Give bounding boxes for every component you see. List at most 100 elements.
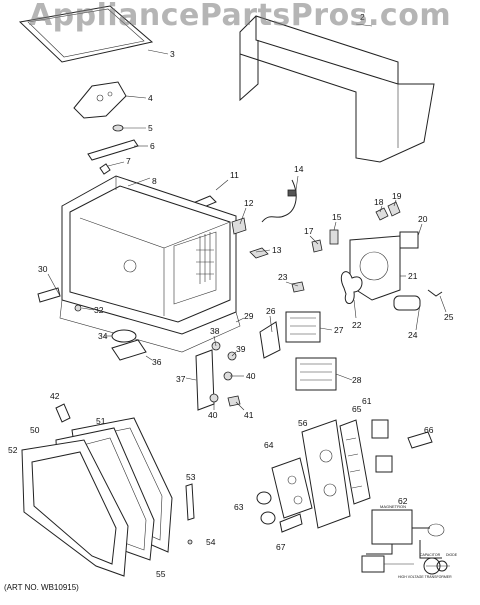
callout-41: 34 — [98, 331, 108, 341]
callout-38: 13 — [272, 245, 282, 255]
part-3-outer-case — [239, 15, 435, 163]
callout-23: 24 — [408, 330, 418, 340]
part-64-knob-b — [260, 511, 276, 525]
callout-19: 5 — [148, 123, 153, 133]
callout-50: 52 — [8, 445, 18, 455]
part-41-motor — [111, 329, 137, 343]
part-20-panel — [18, 5, 154, 63]
callout-52: 51 — [96, 416, 106, 426]
callout-26: 39 — [236, 344, 246, 354]
callout-42: 30 — [38, 264, 48, 274]
part-37-screw — [74, 304, 82, 312]
part-36-switch — [209, 393, 219, 403]
watermark: AppliancePartsPros.com — [28, 0, 452, 33]
part-29-switch — [375, 207, 389, 221]
part-63-switch — [375, 455, 393, 473]
part-13-relay — [399, 231, 419, 249]
callout-17: 26 — [266, 306, 276, 316]
callout-56: 55 — [156, 569, 166, 579]
part-24-diode — [427, 289, 443, 297]
callout-14: 22 — [352, 320, 362, 330]
art-number: (ART NO. WB10915) — [4, 583, 79, 592]
callout-7: 40 — [246, 371, 256, 381]
callout-2: 12 — [244, 198, 254, 208]
callout-21: 4 — [148, 93, 153, 103]
schematic-labels: MAGNETRON CAPACITOR HIGH VOLTAGE TRANSFO… — [380, 504, 458, 579]
part-22-transformer — [295, 357, 337, 391]
part-27-thermal — [329, 229, 339, 245]
part-17-bracket — [259, 321, 281, 359]
callout-27: 15 — [332, 212, 342, 222]
schematic-label-transformer: HIGH VOLTAGE TRANSFORMER — [398, 575, 452, 579]
callout-1: 29 — [244, 311, 254, 321]
callout-68: 67 — [276, 542, 286, 552]
callout-labels: 2 3 4 5 6 7 8 11 12 13 14 15 17 18 19 20… — [8, 12, 454, 579]
callout-11: 37 — [176, 374, 186, 384]
oven-cavity-assembly — [59, 175, 241, 353]
part-32-cord — [261, 179, 297, 223]
part-18-plate — [111, 339, 147, 361]
callout-40a: 6 — [150, 141, 155, 151]
callout-39: 41 — [244, 410, 254, 420]
callout-25: 38 — [210, 326, 220, 336]
callout-13: 20 — [418, 214, 428, 224]
callout-64: 63 — [234, 502, 244, 512]
part-54-hinge — [185, 483, 195, 521]
part-53-screw — [187, 539, 193, 545]
callout-30: 19 — [392, 191, 402, 201]
part-62-switch — [371, 419, 389, 439]
callout-65: 64 — [264, 440, 274, 450]
callout-55: 42 — [50, 391, 60, 401]
part-23-capacitor — [393, 295, 421, 311]
callout-63: 62 — [398, 496, 408, 506]
part-67-bracket — [407, 431, 433, 449]
schematic-label-capacitor: CAPACITOR — [420, 553, 441, 557]
leader-lines — [47, 23, 447, 411]
callout-28: 17 — [304, 226, 314, 236]
part-19-washer — [112, 124, 124, 132]
part-66-board — [339, 419, 371, 505]
part-30-switch — [387, 201, 401, 217]
part-2-fuse — [231, 217, 247, 235]
door-assembly — [21, 417, 173, 577]
callout-24: 25 — [444, 312, 454, 322]
callout-36: 40 — [208, 410, 218, 420]
wiring-schematic — [361, 509, 450, 575]
part-28-bulb — [311, 239, 323, 253]
callout-40b: 11 — [230, 170, 239, 180]
callout-66: 65 — [352, 404, 362, 414]
part-55-lever — [55, 403, 71, 423]
part-4-clip — [99, 163, 111, 175]
callout-62: 61 — [362, 396, 372, 406]
callout-6: 23 — [278, 272, 288, 282]
callout-67: 66 — [424, 425, 434, 435]
part-38-switch — [249, 247, 269, 259]
callout-54: 53 — [186, 472, 196, 482]
callout-29: 18 — [374, 197, 384, 207]
callout-34: 27 — [334, 325, 344, 335]
callout-61: 56 — [298, 418, 308, 428]
part-21-cover — [73, 81, 127, 119]
callout-3: 2 — [360, 12, 365, 22]
part-64-knob-a — [256, 491, 272, 505]
part-32-plug — [287, 189, 297, 197]
part-61-control-panel — [301, 419, 351, 529]
callout-32: 14 — [294, 164, 304, 174]
callout-4: 7 — [126, 156, 131, 166]
part-65-panel — [271, 457, 313, 519]
callout-22: 28 — [352, 375, 362, 385]
schematic-label-diode: DIODE — [446, 553, 458, 557]
part-6-thermostat — [291, 281, 305, 293]
callout-37: 32 — [94, 305, 104, 315]
callout-15: 21 — [408, 271, 418, 281]
part-34-magnetron — [285, 311, 321, 343]
vent-grid — [196, 232, 214, 284]
part-68-trim — [279, 513, 303, 533]
schematic-label-magnetron: MAGNETRON — [380, 504, 406, 509]
callout-53: 54 — [206, 537, 216, 547]
part-15-fan-ring — [359, 251, 389, 281]
callout-5: 8 — [152, 176, 157, 186]
part-39-switch — [227, 395, 241, 407]
